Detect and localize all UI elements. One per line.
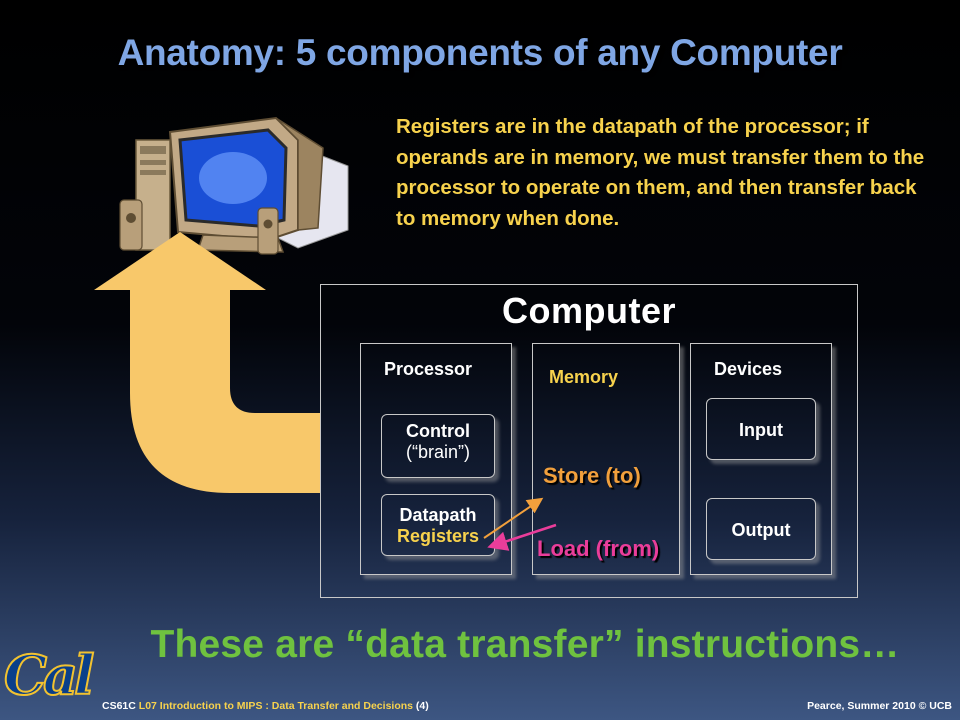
computer-box [320,284,858,598]
output-label: Output [731,520,791,540]
slide-title: Anatomy: 5 components of any Computer [117,32,843,73]
registers-label: Registers [396,526,480,546]
footer-lecture: L07 Introduction to MIPS : Data Transfer… [138,700,413,712]
devices-box [690,343,832,575]
processor-title: Processor [384,359,473,379]
control-box: Control (“brain”) [381,414,495,478]
footer-course-code: CS61C [102,700,136,712]
store-arrow [483,497,544,539]
output-box: Output [706,498,816,560]
cal-logo-text: Cal [3,642,95,708]
load-arrow [487,523,557,551]
cal-logo: Cal [3,640,95,710]
memory-box [532,343,680,575]
bottom-statement: These are “data transfer” instructions… [150,623,900,666]
computer-label: Computer [502,290,676,331]
devices-title: Devices [714,359,783,379]
registers-note: Registers are in the datapath of the pro… [396,115,925,230]
transfer-arrows [483,497,557,551]
input-label: Input [739,420,783,440]
datapath-label: Datapath [399,505,477,525]
load-label: Load (from) [537,536,660,561]
memory-title: Memory [549,367,619,387]
input-box: Input [706,398,816,460]
control-label: Control [406,421,470,441]
processor-box [360,343,512,575]
store-label: Store (to) [543,463,641,488]
footer-page: (4) [415,700,429,712]
datapath-box: Datapath Registers [381,494,495,556]
computer-illustration-icon [119,116,349,255]
footer-credit: Pearce, Summer 2010 © UCB [807,700,952,712]
footer-course: CS61C L07 Introduction to MIPS : Data Tr… [102,700,429,712]
control-sublabel: (“brain”) [405,442,470,462]
curved-arrow-icon [94,232,320,493]
